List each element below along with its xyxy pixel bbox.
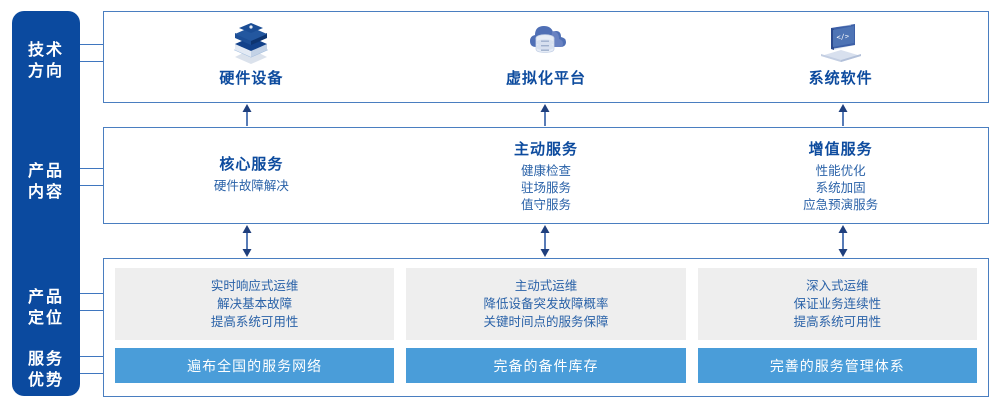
content-column-valueadded: 增值服务 性能优化 系统加固 应急预演服务 xyxy=(693,128,988,223)
positioning-line-3-2: 保证业务连续性 xyxy=(793,297,882,311)
content-item-valueadded-1: 性能优化 xyxy=(815,163,866,178)
cloud-database-icon xyxy=(518,19,574,65)
content-title-proactive: 主动服务 xyxy=(514,140,579,158)
advantage-bar-3[interactable]: 完善的服务管理体系 xyxy=(697,348,977,383)
server-stack-icon xyxy=(223,19,279,65)
content-column-core: 核心服务 硬件故障解决 xyxy=(104,128,399,223)
arrow-up-icon-col2 xyxy=(538,104,552,126)
positioning-line-1-1: 实时响应式运维 xyxy=(210,279,299,293)
content-item-proactive-3: 值守服务 xyxy=(521,197,572,212)
content-item-proactive-2: 驻场服务 xyxy=(521,180,572,195)
content-item-valueadded-2: 系统加固 xyxy=(815,180,866,195)
bottom-column-2: 主动式运维 降低设备突发故障概率 关键时间点的服务保障 完备的备件库存 xyxy=(406,268,686,387)
connector-line-position-2 xyxy=(80,310,104,311)
connector-line-advantage-2 xyxy=(80,373,104,374)
positioning-box-2: 主动式运维 降低设备突发故障概率 关键时间点的服务保障 xyxy=(406,268,686,340)
sidebar-item-service-advantage: 服务 优势 xyxy=(27,351,64,389)
content-item-core-1: 硬件故障解决 xyxy=(213,178,289,193)
content-title-core: 核心服务 xyxy=(219,155,284,173)
content-item-valueadded-3: 应急预演服务 xyxy=(803,197,879,212)
bottom-column-3: 深入式运维 保证业务连续性 提高系统可用性 完善的服务管理体系 xyxy=(697,268,977,387)
product-content-panel: 核心服务 硬件故障解决 主动服务 健康检查 驻场服务 值守服务 增值服务 性能优… xyxy=(103,127,989,224)
sidebar: 技术 方向 产品 内容 产品 定位 服务 优势 xyxy=(12,11,80,396)
connector-line-content-2 xyxy=(80,185,104,186)
positioning-line-2-3: 关键时间点的服务保障 xyxy=(483,315,609,329)
positioning-line-1-3: 提高系统可用性 xyxy=(210,315,299,329)
sidebar-item-product-content: 产品 内容 xyxy=(27,163,64,201)
connector-line-content-1 xyxy=(80,168,104,169)
laptop-code-icon: </> xyxy=(813,19,869,65)
positioning-box-1: 实时响应式运维 解决基本故障 提高系统可用性 xyxy=(115,268,395,340)
advantage-bar-1[interactable]: 遍布全国的服务网络 xyxy=(115,348,395,383)
positioning-line-2-1: 主动式运维 xyxy=(514,279,578,293)
svg-text:</>: </> xyxy=(836,32,849,41)
sidebar-item-tech-direction: 技术 方向 xyxy=(27,42,64,80)
arrow-up-down-icon-col3 xyxy=(836,225,850,257)
connector-line-advantage-1 xyxy=(80,356,104,357)
positioning-line-1-2: 解决基本故障 xyxy=(217,297,293,311)
tech-label-hardware: 硬件设备 xyxy=(219,70,284,87)
positioning-line-3-3: 提高系统可用性 xyxy=(793,315,882,329)
tech-label-virtualization: 虚拟化平台 xyxy=(506,70,587,87)
tech-label-system-software: 系统软件 xyxy=(808,70,873,87)
tech-direction-panel: 硬件设备 虚拟化平台 xyxy=(103,11,989,103)
sidebar-item-product-position: 产品 定位 xyxy=(27,289,64,327)
content-title-valueadded: 增值服务 xyxy=(808,140,873,158)
connector-line-tech-2 xyxy=(80,61,104,62)
tech-column-system-software: </> 系统软件 xyxy=(693,12,988,102)
arrow-up-down-icon-col1 xyxy=(240,225,254,257)
advantage-bar-2[interactable]: 完备的备件库存 xyxy=(406,348,686,383)
content-item-proactive-1: 健康检查 xyxy=(521,163,572,178)
arrow-up-down-icon-col2 xyxy=(538,225,552,257)
positioning-advantage-panel: 实时响应式运维 解决基本故障 提高系统可用性 遍布全国的服务网络 主动式运维 降… xyxy=(103,258,989,397)
arrow-up-icon-col1 xyxy=(240,104,254,126)
positioning-box-3: 深入式运维 保证业务连续性 提高系统可用性 xyxy=(697,268,977,340)
tech-column-virtualization: 虚拟化平台 xyxy=(399,12,694,102)
positioning-line-3-1: 深入式运维 xyxy=(806,279,869,293)
positioning-line-2-2: 降低设备突发故障概率 xyxy=(483,297,609,311)
connector-line-tech-1 xyxy=(80,44,104,45)
tech-column-hardware: 硬件设备 xyxy=(104,12,399,102)
content-column-proactive: 主动服务 健康检查 驻场服务 值守服务 xyxy=(399,128,694,223)
bottom-column-1: 实时响应式运维 解决基本故障 提高系统可用性 遍布全国的服务网络 xyxy=(115,268,395,387)
connector-line-position-1 xyxy=(80,293,104,294)
arrow-up-icon-col3 xyxy=(836,104,850,126)
